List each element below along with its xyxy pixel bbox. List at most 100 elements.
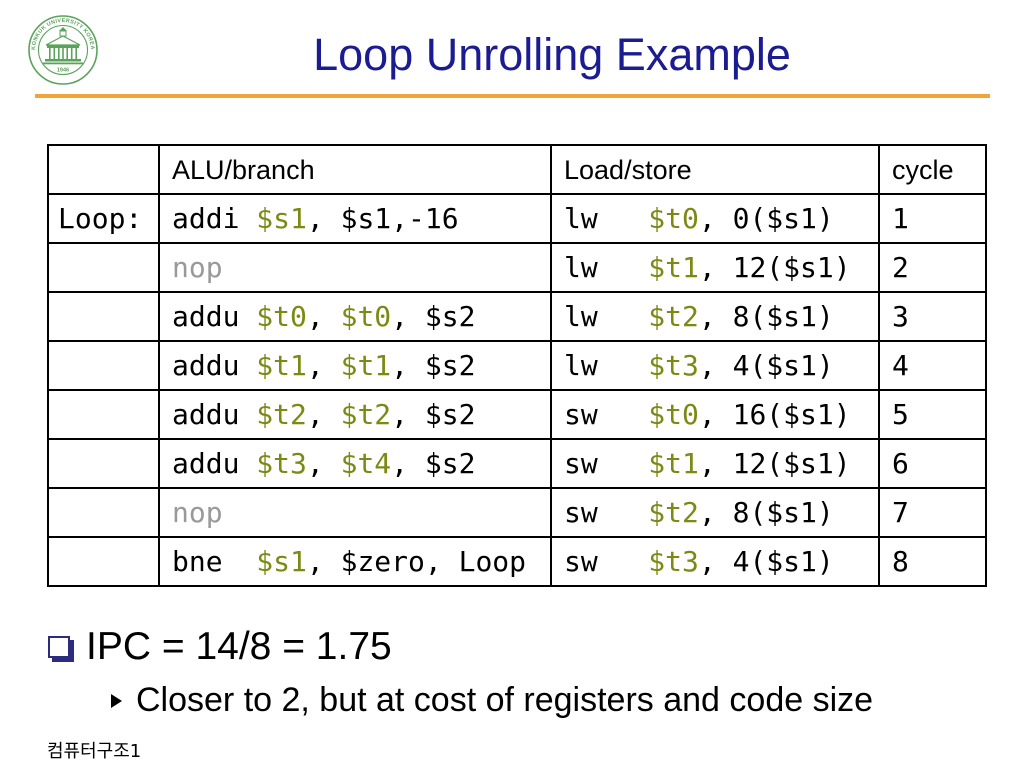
label-cell [47,487,160,538]
instruction-token: addi [172,201,257,235]
cycle-number: 3 [892,299,909,333]
load-store-cell: sw $t0, 16($s1) [550,389,880,440]
cycle-cell: 8 [878,536,987,587]
instruction-token: , 8($s1) [698,299,834,333]
cycle-cell: 1 [878,193,987,244]
register-token: $t1 [648,446,699,480]
cycle-number: 8 [892,544,909,578]
instruction-token: sw [564,397,649,431]
instruction-token: sw [564,446,649,480]
load-store-cell: lw $t2, 8($s1) [550,291,880,342]
instruction-token: lw [564,348,649,382]
alu-branch-cell: addu $t1, $t1, $s2 [158,340,552,391]
instruction-token: , $s2 [391,348,476,382]
instruction-token: lw [564,250,649,284]
load-store-cell: lw $t1, 12($s1) [550,242,880,293]
column-header-label [47,144,160,195]
instruction-token: , $s2 [391,299,476,333]
register-token: $t1 [340,348,392,382]
instruction-token: , 16($s1) [698,397,851,431]
alu-branch-cell: addi $s1, $s1,-16 [158,193,552,244]
register-token: $t4 [340,446,392,480]
alu-branch-cell: addu $t0, $t0, $s2 [158,291,552,342]
instruction-schedule-table: ALU/branch Load/store cycle Loop: addi $s… [47,144,987,587]
column-header-alu-branch: ALU/branch [158,144,552,195]
label-cell [47,242,160,293]
footer-course-name: 컴퓨터구조1 [47,741,142,762]
cycle-cell: 7 [878,487,987,538]
cycle-cell: 6 [878,438,987,489]
instruction-token: , [306,299,341,333]
cycle-cell: 3 [878,291,987,342]
label-cell: Loop: [47,193,160,244]
seal-outer-ring [28,15,98,85]
load-store-cell: lw $t3, 4($s1) [550,340,880,391]
seal-inner-ring [37,24,89,76]
loop-label: Loop: [58,201,143,235]
cycle-number: 2 [892,250,909,284]
cycle-cell: 4 [878,340,987,391]
register-token: $t0 [648,201,699,235]
instruction-token: lw [564,299,649,333]
register-token: $t1 [256,348,307,382]
instruction-token: , 8($s1) [698,495,834,529]
register-token: $t0 [340,299,392,333]
instruction-token: , [306,397,341,431]
nop-token: nop [172,495,223,529]
register-token: $t3 [648,348,699,382]
instruction-token: sw [564,544,649,578]
alu-branch-cell: bne $s1, $zero, Loop [158,536,552,587]
instruction-token: , 4($s1) [698,544,834,578]
column-header-load-store: Load/store [550,144,880,195]
instruction-token: , $zero, Loop [306,544,527,578]
cycle-number: 5 [892,397,909,431]
alu-branch-cell: nop [158,487,552,538]
register-token: $t2 [648,495,699,529]
label-cell [47,536,160,587]
instruction-token: lw [564,201,649,235]
register-token: $t3 [648,544,699,578]
register-token: $t0 [648,397,699,431]
instruction-token: , 4($s1) [698,348,834,382]
instruction-token: , $s1,-16 [306,201,459,235]
table-row: nop lw $t1, 12($s1) 2 [47,242,987,293]
instruction-token: bne [172,544,257,578]
cycle-cell: 5 [878,389,987,440]
cycle-number: 6 [892,446,909,480]
title-underline-rule [35,94,990,98]
label-cell [47,291,160,342]
instruction-token: , [306,446,341,480]
alu-branch-cell: nop [158,242,552,293]
label-cell [47,340,160,391]
instruction-token: addu [172,397,257,431]
label-cell [47,438,160,489]
load-store-cell: sw $t3, 4($s1) [550,536,880,587]
sub-bullet-text: Closer to 2, but at cost of registers an… [136,681,874,719]
alu-branch-cell: addu $t3, $t4, $s2 [158,438,552,489]
register-token: $t2 [648,299,699,333]
nop-token: nop [172,250,223,284]
header-row: ALU/branch Load/store cycle [47,144,987,195]
label-cell [47,389,160,440]
column-header-cycle: cycle [878,144,987,195]
load-store-cell: lw $t0, 0($s1) [550,193,880,244]
register-token: $t1 [648,250,699,284]
register-token: $t2 [256,397,307,431]
register-token: $t0 [256,299,307,333]
slide-title: Loop Unrolling Example [313,29,791,80]
instruction-token: , $s2 [391,397,476,431]
instruction-token: , 12($s1) [698,446,851,480]
instruction-token: addu [172,446,257,480]
cycle-cell: 2 [878,242,987,293]
instruction-token: , 0($s1) [698,201,834,235]
instruction-token: addu [172,348,257,382]
register-token: $s1 [256,201,307,235]
cycle-number: 7 [892,495,909,529]
load-store-cell: sw $t1, 12($s1) [550,438,880,489]
